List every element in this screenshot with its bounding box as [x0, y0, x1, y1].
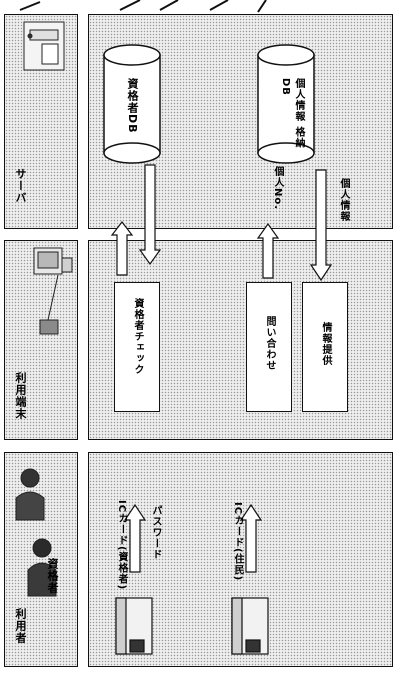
user-icon-staff	[15, 468, 45, 521]
password-label: パスワード	[150, 505, 161, 560]
arrow-label-personal-no: 個人No.	[272, 166, 283, 211]
db-cylinder-qualified	[103, 44, 161, 164]
db-qualified-label: 資格者DB	[126, 78, 139, 134]
arrow-up-check	[110, 221, 134, 276]
arrow-up-inquiry	[256, 222, 280, 279]
qualification-check-box	[114, 282, 160, 412]
server-column-label: サーバ	[14, 168, 27, 204]
arrow-up-card2	[239, 503, 263, 573]
db-cylinder-personal	[257, 44, 315, 164]
arrow-down-db	[138, 164, 162, 266]
ic-card-resident	[231, 597, 269, 655]
server-icon	[23, 21, 65, 71]
user-column	[4, 452, 78, 667]
arrow-up-password	[123, 503, 147, 573]
user-role-label: 資格者	[46, 558, 59, 594]
terminal-column-label: 利用端末	[14, 372, 27, 420]
inquiry-box	[246, 282, 292, 412]
terminal-icon	[33, 247, 73, 335]
arrow-label-personal-info: 個人情報	[338, 178, 349, 222]
info-provision-box	[302, 282, 348, 412]
ic-card-resident-label: ICカード(住民)	[232, 502, 243, 582]
user-icon-resident	[27, 538, 57, 597]
db-personal-label: 個人情報 格納DB	[280, 78, 304, 149]
user-column-label: 利用者	[14, 608, 27, 644]
inquiry-label: 問い合わせ	[264, 316, 275, 371]
ic-card-staff	[115, 597, 153, 655]
arrow-down-info	[309, 169, 333, 282]
ic-card-staff-label: ICカード(資格者)	[116, 500, 127, 591]
top-sketch-lines	[19, 0, 267, 13]
server-panel	[88, 14, 393, 229]
info-provision-label: 情報提供	[320, 322, 331, 366]
qualification-check-label: 資格者チェック	[132, 298, 143, 375]
